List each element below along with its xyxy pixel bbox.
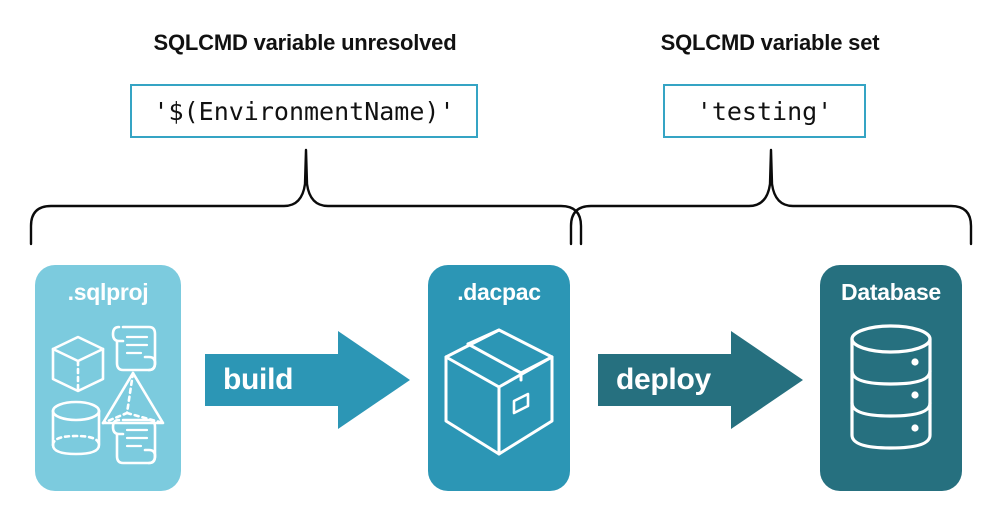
artifact-card-database[interactable]: Database xyxy=(820,265,962,491)
section-title-left: SQLCMD variable unresolved xyxy=(153,30,457,55)
code-box-resolved-variable: 'testing' xyxy=(663,84,866,138)
arrow-label-build: build xyxy=(223,363,294,396)
database-icon-group xyxy=(820,317,962,467)
sqlproj-icon-group xyxy=(35,317,181,467)
scroll-icon-bottom xyxy=(111,418,157,465)
card-label-dacpac: .dacpac xyxy=(457,279,541,305)
artifact-card-dacpac[interactable]: .dacpac xyxy=(428,265,570,491)
arrow-build[interactable]: build xyxy=(205,331,410,429)
arrow-deploy[interactable]: deploy xyxy=(598,331,803,429)
section-title-right: SQLCMD variable set xyxy=(660,30,880,55)
scroll-icon-top xyxy=(111,325,157,372)
package-box-icon xyxy=(444,328,554,456)
cylinder-icon xyxy=(51,400,101,456)
card-label-database: Database xyxy=(841,279,941,305)
arrow-label-deploy: deploy xyxy=(616,363,711,396)
code-box-unresolved-variable: '$(EnvironmentName)' xyxy=(130,84,478,138)
artifact-card-sqlproj[interactable]: .sqlproj xyxy=(35,265,181,491)
curly-brace-up-icon-right xyxy=(568,148,974,246)
card-label-sqlproj: .sqlproj xyxy=(67,279,149,305)
cube-icon xyxy=(51,335,105,393)
pyramid-icon xyxy=(101,371,165,425)
dacpac-icon-group xyxy=(428,317,570,467)
database-cylinder-icon xyxy=(850,324,932,450)
curly-brace-up-icon-left xyxy=(28,148,584,246)
